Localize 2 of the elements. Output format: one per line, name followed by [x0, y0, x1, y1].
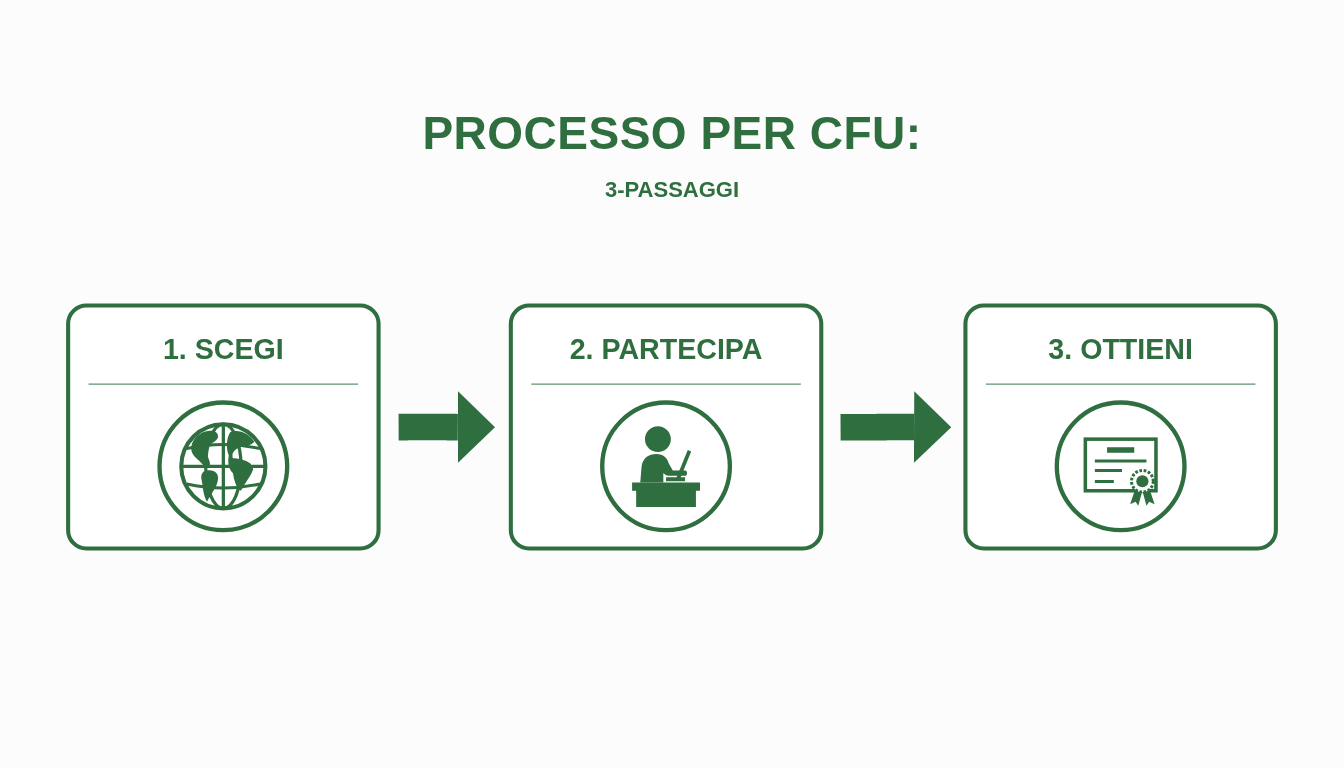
- title: PROCESSO PER CFU:: [422, 106, 922, 160]
- subtitle: 3-PASSAGGI: [604, 176, 740, 204]
